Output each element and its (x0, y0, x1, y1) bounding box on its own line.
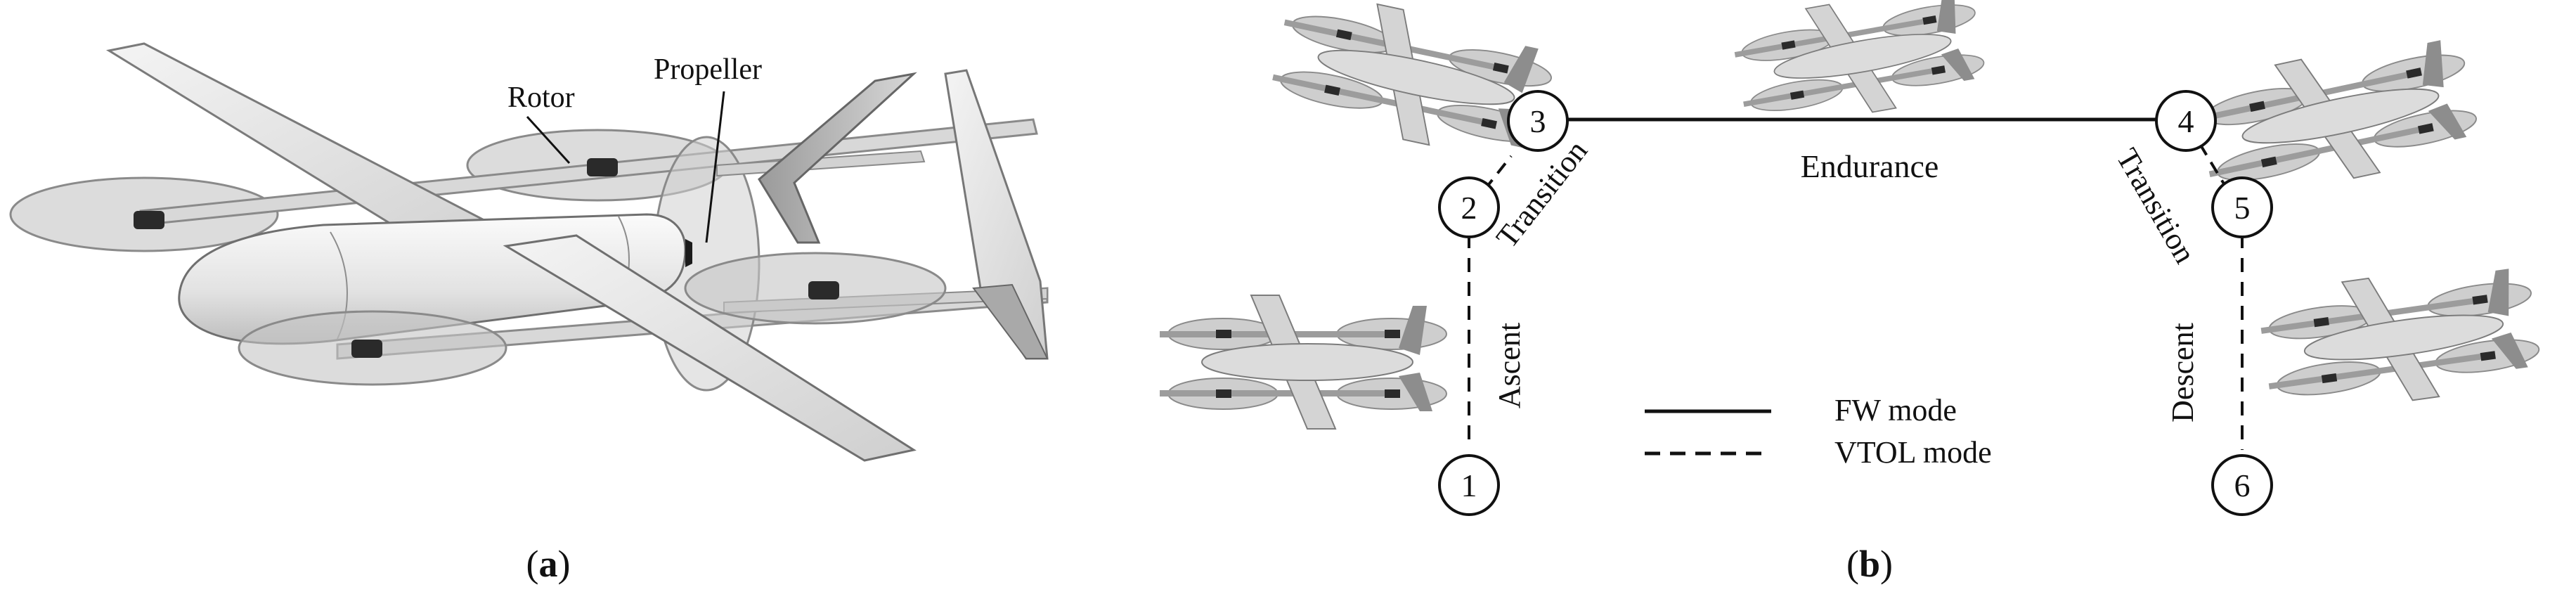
motor-rear-left (134, 211, 164, 229)
aircraft-icon-vtol-ascent (1159, 295, 1447, 430)
node-5: 5 (2211, 176, 2273, 238)
motor-front-left (351, 340, 382, 358)
caption-a: (a) (526, 543, 571, 585)
label-propeller: Propeller (654, 53, 762, 86)
label-transition-right: Transition (2110, 143, 2203, 269)
svg-text:6: 6 (2234, 468, 2251, 503)
motor-rear-right (587, 158, 618, 176)
aircraft-icon-vtol-descent (2255, 255, 2544, 421)
label-endurance: Endurance (1801, 148, 1939, 184)
label-descent: Descent (2166, 323, 2200, 423)
wing-near-half (503, 234, 917, 462)
node-2: 2 (1438, 176, 1500, 238)
panel-b-mission-profile: 1 2 3 4 5 6 Ascent Transition Endurance … (1159, 0, 2544, 585)
node-1: 1 (1438, 454, 1500, 516)
motor-front-right (808, 281, 839, 299)
tail-boom-upper (716, 150, 926, 177)
legend-label-fw: FW mode (1834, 393, 1957, 427)
aircraft-icon-endurance (1728, 0, 1990, 135)
panel-a-aircraft-model: Rotor Propeller (a) (9, 42, 1049, 585)
legend-label-vtol: VTOL mode (1834, 435, 1992, 470)
propeller-hub (685, 239, 692, 267)
caption-b: (b) (1846, 543, 1893, 585)
svg-text:5: 5 (2234, 190, 2251, 226)
svg-text:4: 4 (2178, 103, 2194, 139)
leader-propeller (705, 91, 725, 243)
node-3: 3 (1507, 90, 1569, 152)
vertical-tail-left (758, 72, 917, 244)
legend: FW mode VTOL mode (1645, 393, 1992, 470)
node-6: 6 (2211, 454, 2273, 516)
label-ascent: Ascent (1492, 323, 1527, 408)
aircraft-icon-transition-left (1265, 0, 1560, 168)
svg-text:2: 2 (1461, 190, 1477, 226)
ventral-fin-right (972, 283, 1049, 359)
leader-rotor (526, 115, 571, 165)
label-rotor: Rotor (507, 82, 575, 114)
path-4-5-dashed (2199, 143, 2228, 190)
label-transition-left: Transition (1489, 134, 1594, 254)
svg-text:1: 1 (1461, 468, 1477, 503)
node-4: 4 (2155, 90, 2217, 152)
svg-text:3: 3 (1530, 103, 1546, 139)
